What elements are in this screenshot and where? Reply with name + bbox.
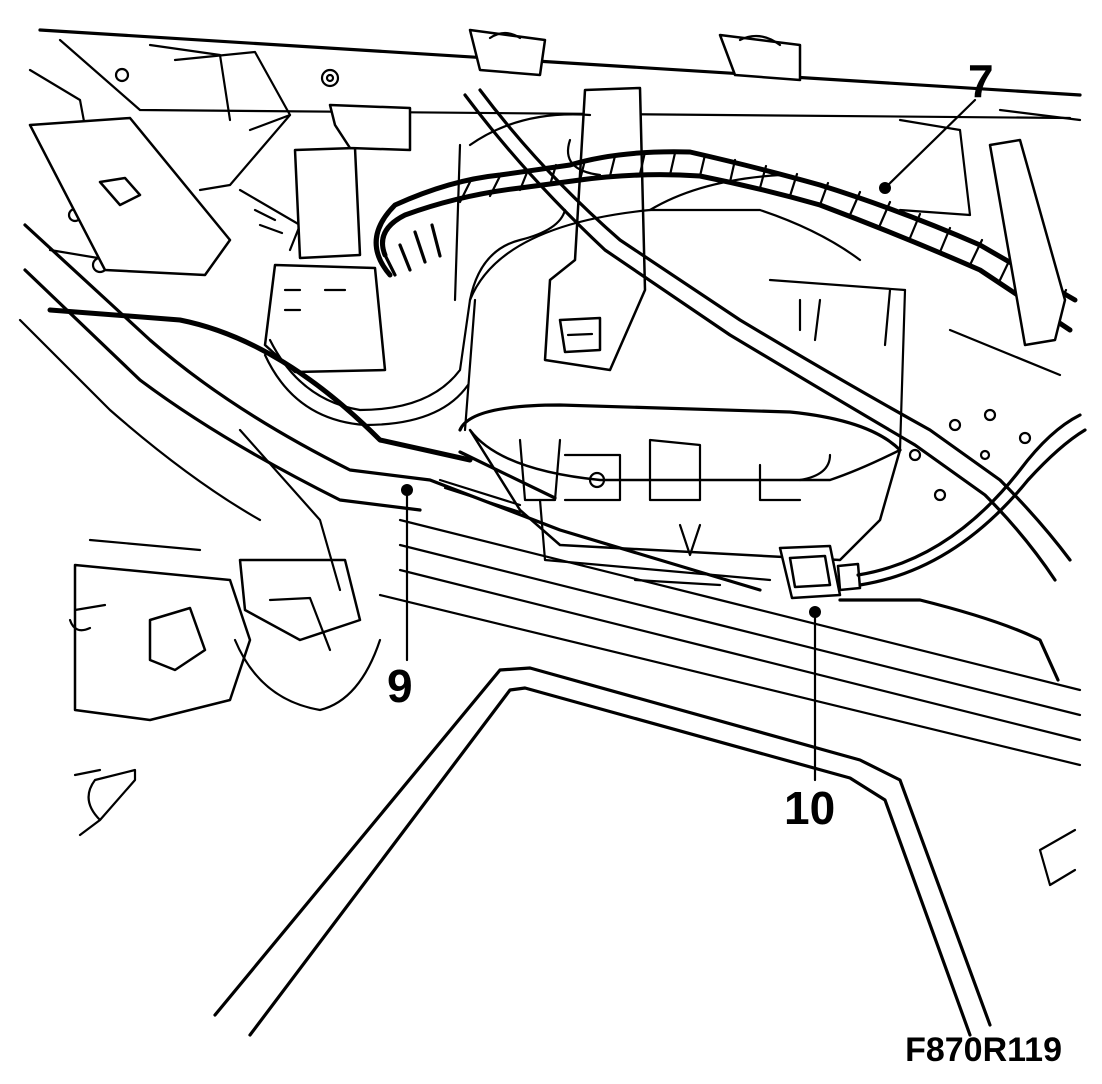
center-clip-bracket bbox=[543, 86, 647, 372]
blower-housing bbox=[453, 113, 907, 452]
upper-dashboard-structure bbox=[28, 28, 1082, 274]
right-side-wires bbox=[838, 328, 1087, 682]
callout-label-10: 10 bbox=[784, 782, 836, 834]
lower-sill-rails bbox=[18, 223, 1082, 767]
right-side-trim bbox=[898, 108, 1082, 887]
leader-lines bbox=[401, 98, 977, 782]
blower-motor-cover bbox=[468, 428, 902, 587]
figure-reference-code: F870R119 bbox=[905, 1031, 1062, 1069]
left-bracket-plate bbox=[28, 50, 302, 277]
floor-opening-outline bbox=[213, 666, 992, 1037]
left-connector-blocks bbox=[248, 103, 412, 374]
leader-dot-10 bbox=[809, 606, 821, 618]
callout-label-7: 7 bbox=[968, 55, 994, 107]
motor-connector bbox=[778, 544, 862, 600]
corrugated-wiring-harness bbox=[373, 138, 1078, 333]
callout-label-9: 9 bbox=[387, 660, 413, 712]
leader-dot-9 bbox=[401, 484, 413, 496]
lower-left-mechanism bbox=[68, 428, 382, 837]
control-cable bbox=[463, 88, 1072, 582]
leader-dot-7 bbox=[879, 182, 891, 194]
leader-line-7 bbox=[883, 98, 977, 190]
